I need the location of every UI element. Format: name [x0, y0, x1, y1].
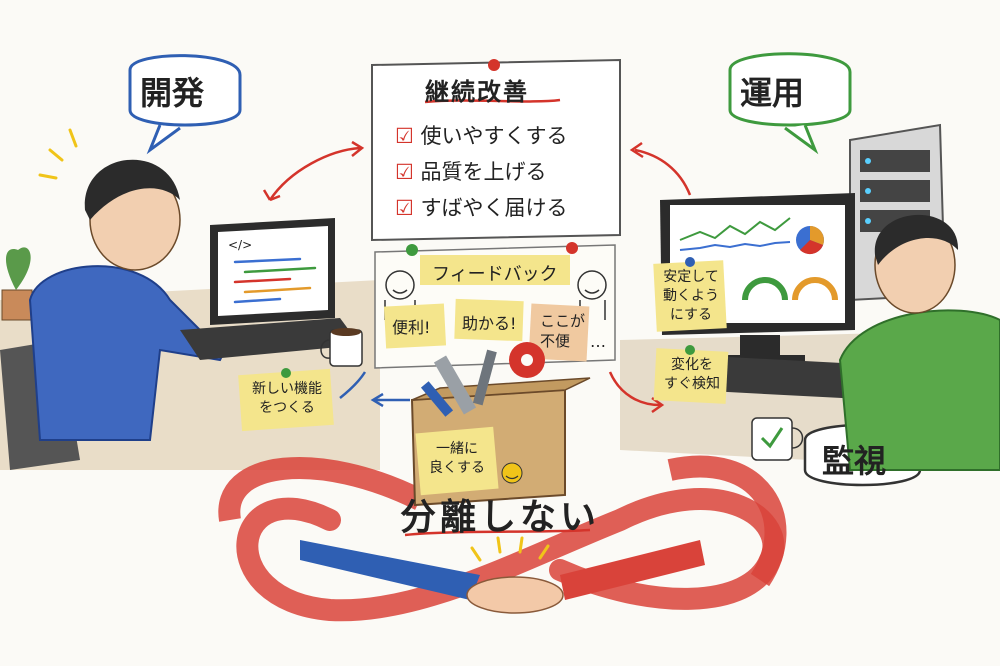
board-item: ☑ すばやく届ける [395, 196, 568, 220]
gauge-icon [742, 277, 788, 301]
board-item: ☑ 使いやすくする [395, 124, 568, 148]
feedback-note-text: 助かる! [462, 314, 517, 333]
tool-icon [472, 349, 497, 406]
blue-sleeve [300, 540, 480, 600]
slogan: 分離しない [400, 497, 601, 538]
checkbox-icon: ☑ [395, 196, 414, 220]
change-sticky [653, 348, 729, 404]
pin-icon-stable [685, 257, 695, 267]
code-tag: </> [228, 238, 253, 252]
blue-arrow-icon [339, 371, 410, 408]
screwdriver-icon [420, 381, 454, 417]
dev-sticky [238, 368, 334, 432]
coffee-mug-left [320, 328, 363, 367]
dev-bubble [128, 54, 242, 127]
change-note-text: 変化を すぐ検知 [664, 357, 720, 392]
slogan-underline [404, 528, 591, 537]
ops-bubble-tail [784, 124, 819, 155]
improvement-board [371, 58, 621, 242]
checkbox-icon: ☑ [395, 124, 414, 148]
sparkle-icon [470, 536, 550, 562]
title-underline [424, 98, 561, 104]
stable-note-text: 安定して 動くよう にする [663, 269, 719, 323]
coffee-mug-right [751, 417, 804, 461]
dashboard-line [679, 217, 791, 241]
box-sticky [415, 426, 499, 496]
feedback-note-text: 便利! [392, 318, 431, 337]
feedback-ellipsis: … [590, 332, 606, 351]
feedback-note-text: ここが [540, 312, 586, 330]
smiley-icon [501, 462, 523, 484]
developer [28, 265, 232, 441]
plant-icon [1, 247, 33, 321]
operator-hair [874, 214, 959, 265]
pin-icon [488, 59, 500, 71]
monitor-label: 監視 [822, 442, 887, 480]
infinity-loop [236, 488, 785, 622]
pin-icon-change [685, 345, 695, 355]
gauge-icon-2 [792, 277, 838, 301]
dev-bubble-tail [146, 124, 181, 155]
feedback-note-3 [528, 303, 590, 362]
wrench-icon [433, 355, 477, 415]
dev-note-text: 新しい機能 をつくる [252, 381, 322, 416]
developer-hair [84, 159, 180, 220]
laptop [180, 218, 360, 360]
handshake [466, 576, 564, 614]
infinity-loop-left [218, 457, 425, 522]
ops-label: 運用 [740, 74, 805, 112]
feedback-note-text: 不便 [540, 332, 571, 350]
board-title: 継続改善 [425, 78, 529, 106]
board-item: ☑ 品質を上げる [395, 160, 547, 184]
pin-icon-green [406, 244, 418, 256]
check-icon [760, 427, 784, 449]
feedback-title: フィードバック [432, 264, 558, 285]
pin-icon-dev [281, 368, 291, 378]
feedback-note-1 [383, 303, 447, 349]
idea-spark-icon [38, 128, 78, 180]
cycle-arrows [262, 140, 692, 414]
checkbox-icon: ☑ [395, 160, 414, 184]
keyboard [709, 356, 861, 399]
feedback-title-sticky [420, 255, 570, 285]
feedback-note-2 [454, 298, 524, 342]
ops-bubble [728, 52, 852, 127]
stable-sticky [653, 260, 727, 332]
red-sleeve [560, 540, 705, 600]
board-list: ☑ 使いやすくする ☑ 品質を上げる ☑ すばやく届ける [395, 118, 568, 226]
pin-icon-red [566, 242, 578, 254]
infinity-loop-right [667, 455, 787, 587]
box-note-text: 一緒に 良くする [429, 441, 485, 476]
dev-label: 開発 [140, 74, 205, 112]
